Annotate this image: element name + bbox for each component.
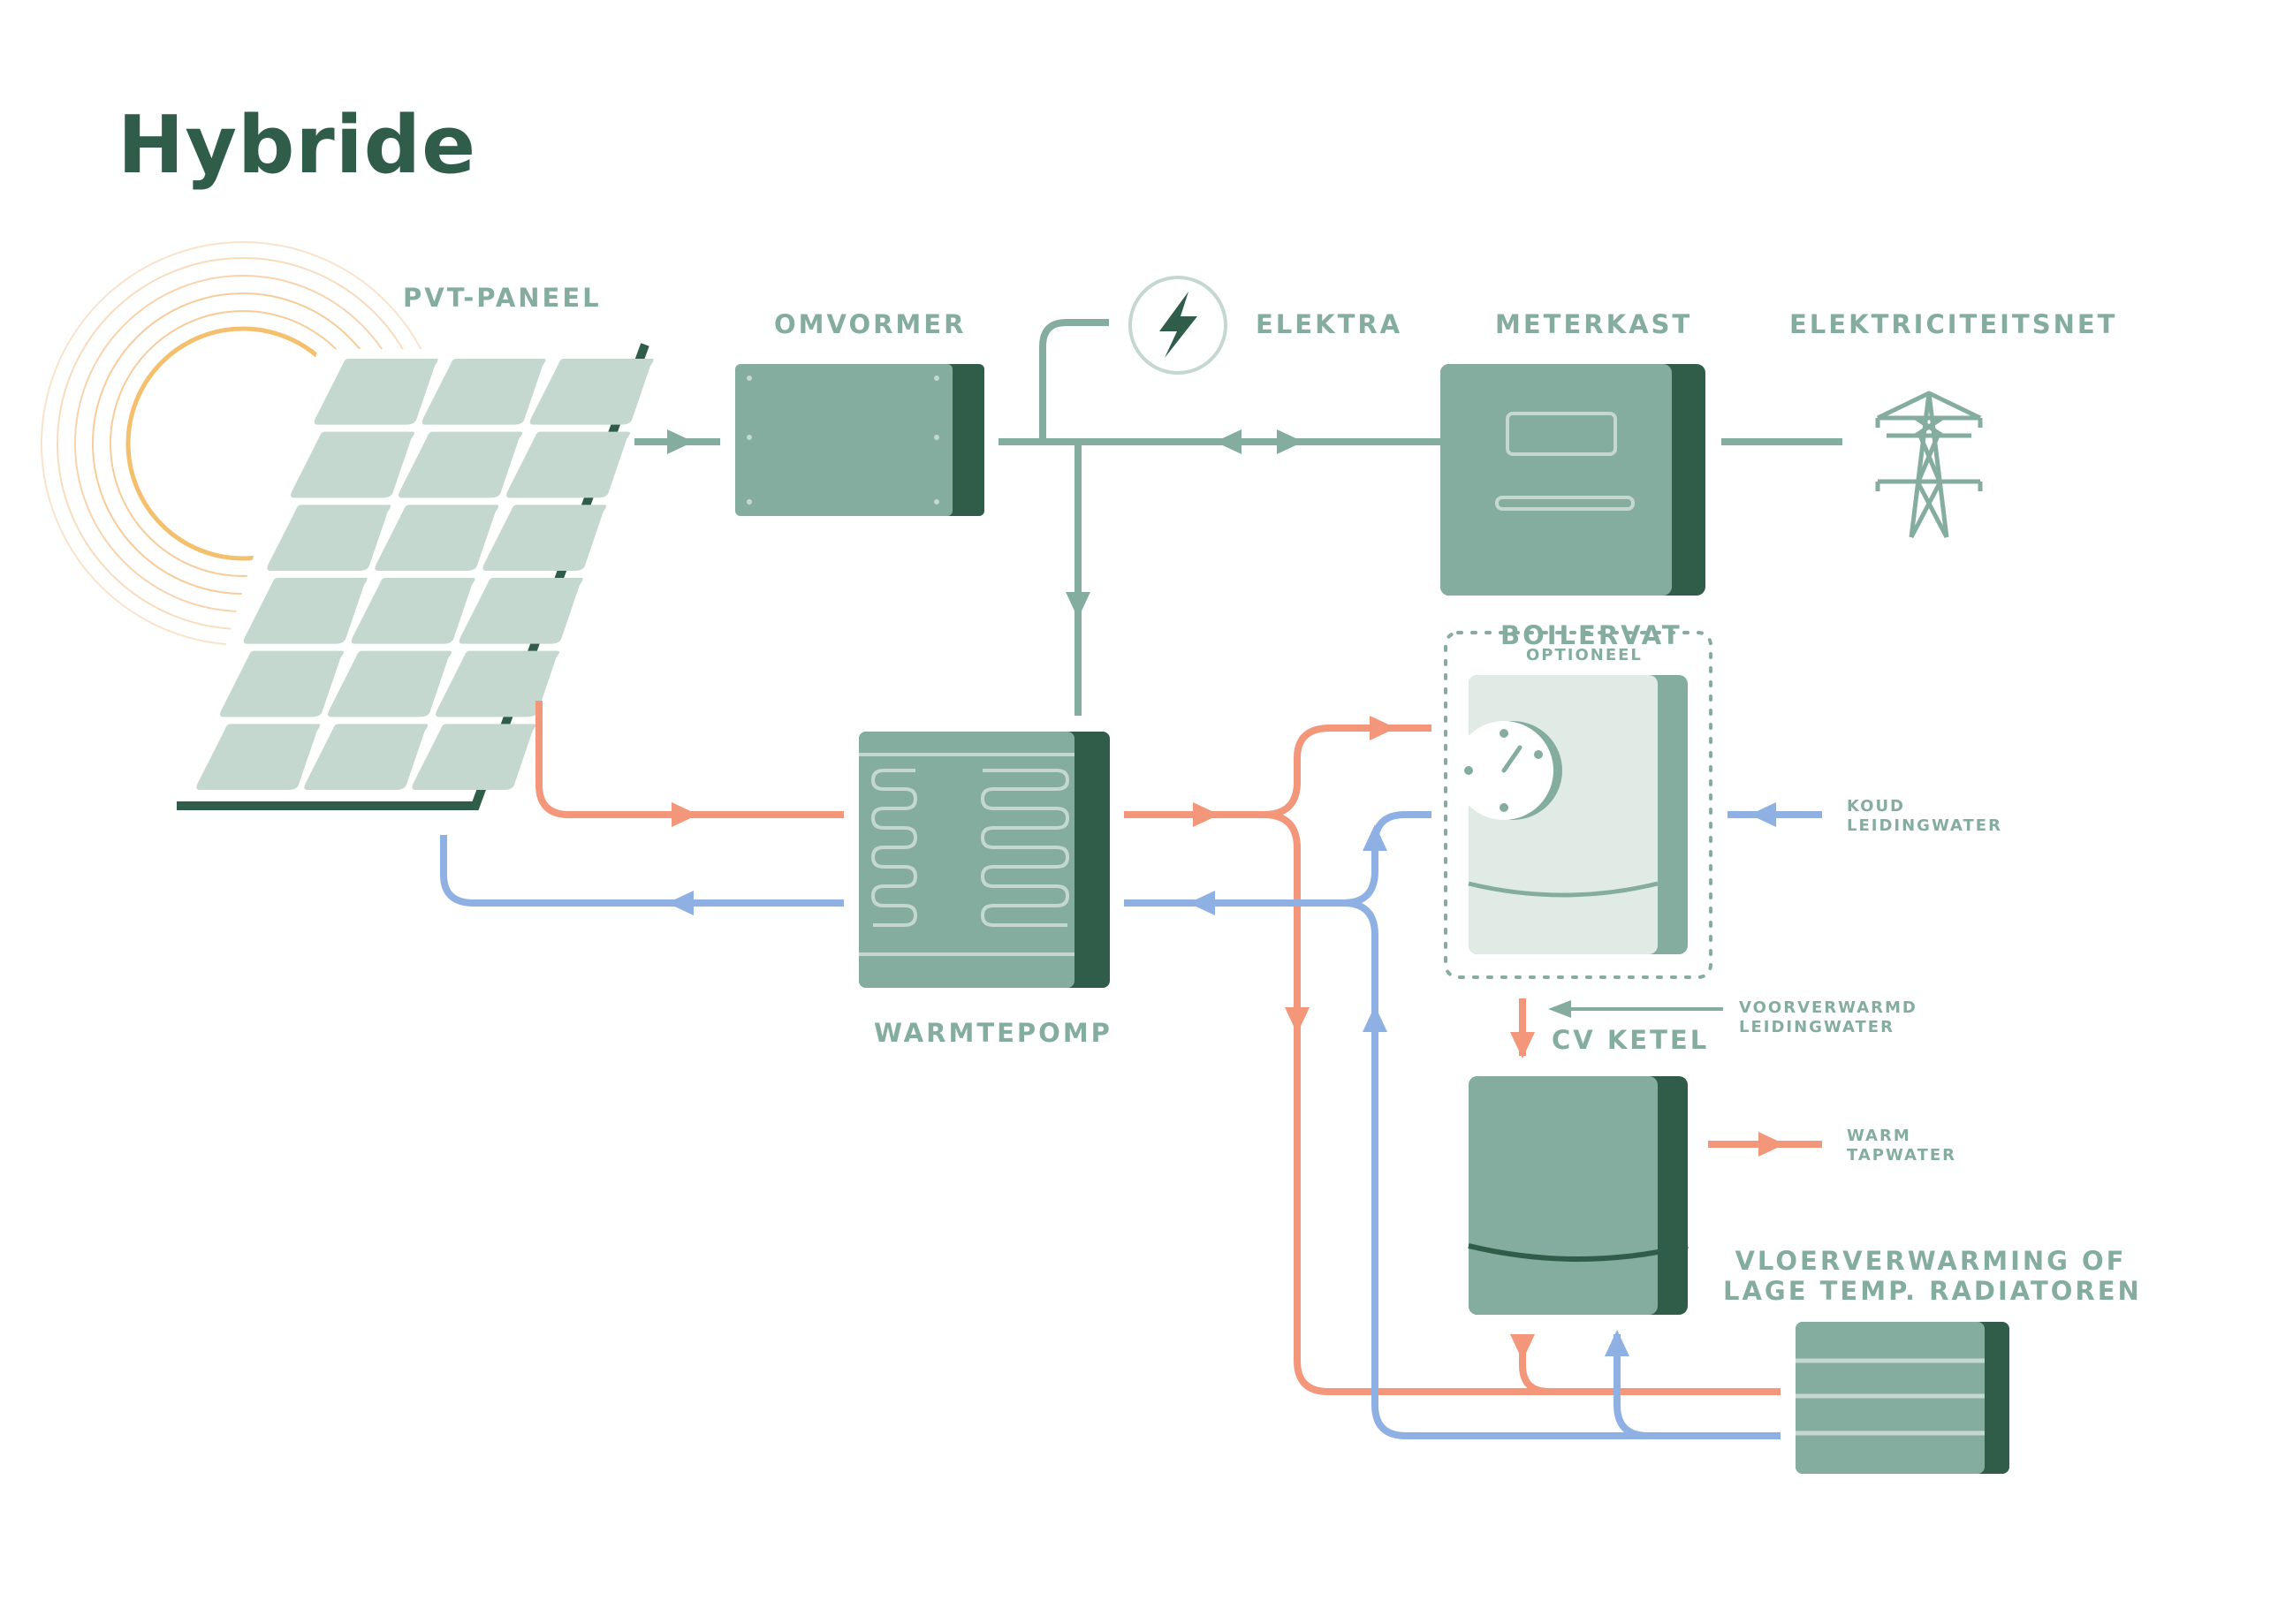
- panel-cell: [328, 650, 452, 717]
- label-boilervat: BOILERVAT: [1500, 620, 1682, 650]
- panel-cell: [459, 578, 583, 644]
- label-elektriciteitsnet: ELEKTRICITEITSNET: [1789, 309, 2118, 339]
- label-warmtepomp: WARMTEPOMP: [874, 1018, 1112, 1048]
- hot-water-arrows: [672, 716, 1785, 1361]
- label-vloerverwarming-1: VLOERVERWARMING OF: [1735, 1246, 2127, 1276]
- pvt-panel: [177, 343, 654, 810]
- preheated-water-arrow: [1548, 1000, 1723, 1018]
- label-optioneel: OPTIONEEL: [1526, 646, 1643, 664]
- vloerverwarming-unit: [1796, 1322, 2009, 1474]
- panel-cell: [375, 505, 499, 571]
- warmtepomp-unit: [859, 732, 1110, 988]
- cold-water-arrows: [667, 802, 1776, 1356]
- label-koud: KOUD: [1847, 797, 1905, 816]
- panel-cell: [529, 359, 654, 425]
- page-title: Hybride: [118, 99, 477, 192]
- panel-cell: [267, 505, 391, 571]
- label-meterkast: METERKAST: [1495, 309, 1693, 339]
- lightning-icon: [1128, 276, 1227, 375]
- panel-cell: [220, 650, 344, 717]
- label-pvt-paneel: PVT-PANEEL: [403, 283, 602, 313]
- label-elektra: ELEKTRA: [1256, 309, 1403, 339]
- label-omvormer: OMVORMER: [774, 309, 967, 339]
- label-koud-leidingwater-2: LEIDINGWATER: [1847, 816, 2002, 835]
- label-warm-tapwater: WARM TAPWATER: [1847, 1127, 1956, 1165]
- cold-water-pipes: [440, 811, 1822, 1439]
- panel-cell: [243, 578, 368, 644]
- label-warm: WARM: [1847, 1127, 1911, 1145]
- panel-cell: [436, 650, 559, 717]
- panel-cell: [506, 431, 630, 498]
- label-koud-leidingwater: KOUD LEIDINGWATER: [1847, 797, 2002, 836]
- panel-cell: [304, 724, 429, 790]
- label-voorverwarmd: VOORVERWARMD: [1739, 998, 1917, 1017]
- label-warm-tapwater-2: TAPWATER: [1847, 1146, 1957, 1165]
- electric-lines: [634, 319, 1842, 716]
- panel-cell: [399, 431, 522, 498]
- panel-cell: [421, 359, 546, 425]
- meterkast-unit: [1440, 364, 1705, 596]
- panel-cell: [482, 505, 607, 571]
- label-voorverwarmd-leidingwater-2: LEIDINGWATER: [1739, 1018, 1895, 1036]
- omvormer-unit: [735, 364, 984, 516]
- boilervat-unit: [1444, 631, 1712, 979]
- hot-water-pipes: [535, 701, 1822, 1395]
- panel-cell: [291, 431, 414, 498]
- label-vloerverwarming-2: LAGE TEMP. RADIATOREN: [1723, 1276, 2142, 1306]
- panel-cell: [412, 724, 536, 790]
- label-voorverwarmd-leidingwater: VOORVERWARMD LEIDINGWATER: [1739, 998, 1917, 1037]
- panel-cell: [196, 724, 321, 790]
- label-cv-ketel: CV KETEL: [1552, 1025, 1710, 1055]
- panel-cell: [314, 359, 438, 425]
- electric-arrows: [667, 429, 1303, 618]
- cv-ketel-unit: [1468, 1076, 1689, 1315]
- power-pylon-icon: [1875, 391, 1983, 539]
- panel-cell: [351, 578, 475, 644]
- label-vloerverwarming: VLOERVERWARMING OF LAGE TEMP. RADIATOREN: [1723, 1246, 2142, 1306]
